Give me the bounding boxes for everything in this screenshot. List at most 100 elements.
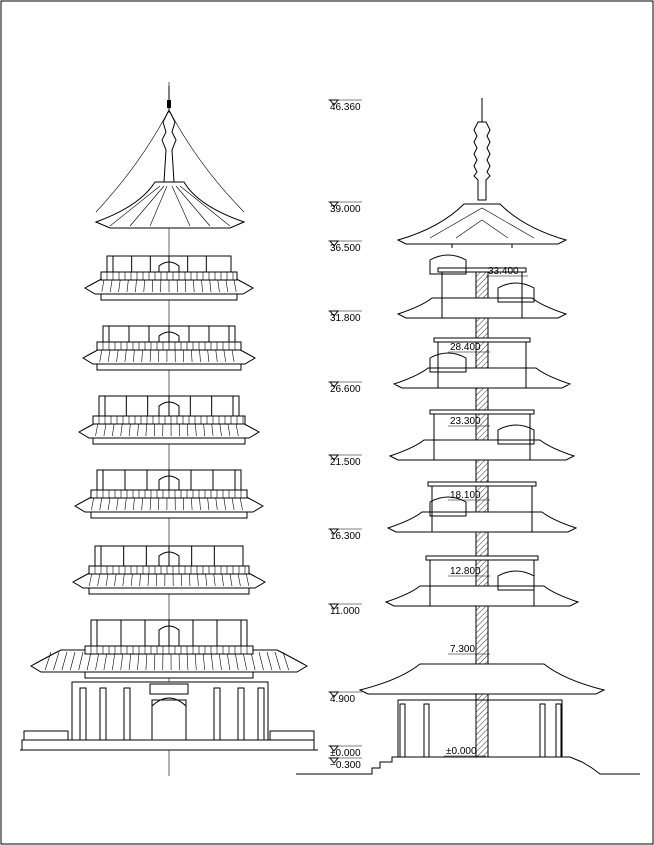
floor-mark-label: ±0.000	[446, 746, 477, 757]
elevation-niche	[158, 475, 180, 490]
elevation-roof-tile	[218, 651, 222, 671]
elevation-ground-column	[123, 687, 131, 741]
elevation-storey-4	[78, 395, 260, 445]
level-mark-label: 16.300	[330, 531, 361, 542]
elevation-ground-column	[79, 687, 87, 741]
level-mark-e4636: 46.360	[328, 99, 362, 113]
elevation-roof-tile	[95, 651, 100, 671]
elevation-ground-column	[213, 687, 221, 741]
floor-mark-s3340: 33.400	[486, 266, 528, 277]
elevation-spire	[161, 111, 177, 183]
floor-mark-s1810: 18.100	[448, 490, 490, 501]
level-mark-label: 21.500	[330, 457, 361, 468]
section-window-niche	[429, 254, 467, 275]
section-ground-wall	[397, 699, 563, 758]
floor-mark-label: 28.400	[450, 342, 481, 353]
elevation-roof-tile	[145, 651, 148, 671]
section-window-niche	[497, 424, 535, 445]
level-mark-label: 31.800	[330, 313, 361, 324]
elevation-roof-tile	[282, 651, 289, 671]
elevation-bracket-band	[84, 671, 254, 679]
elevation-storey-2	[72, 545, 266, 595]
elevation-spire-finial	[167, 100, 171, 108]
section-window-niche	[429, 496, 467, 517]
elevation-roof-tile	[112, 651, 116, 671]
elevation-base-railing-left	[23, 730, 69, 741]
elevation-balcony-rail	[92, 415, 246, 425]
floor-mark-label: 33.400	[488, 266, 519, 277]
level-mark-label: 36.500	[330, 243, 361, 254]
elevation-storey-5	[82, 325, 256, 371]
level-mark-e1100: 11.000	[328, 603, 362, 617]
section-floor-slab	[425, 555, 539, 561]
section-ground-roof	[358, 663, 606, 695]
level-mark-e0490: 4.900	[328, 691, 362, 705]
section-floor-slab	[433, 337, 531, 343]
elevation-roof-tile	[274, 651, 281, 671]
section-storey-2	[386, 481, 578, 533]
section-ground-line	[296, 756, 640, 775]
elevation-niche	[158, 331, 180, 342]
elevation-roof-tile	[154, 651, 156, 671]
elevation-ground-columns	[79, 687, 265, 741]
elevation-ground-column	[257, 687, 265, 741]
section-floor-slab	[429, 409, 535, 415]
section-ground-column	[539, 703, 546, 758]
elevation-top-roof	[94, 181, 246, 229]
elevation-roof-tile	[186, 651, 189, 671]
elevation-roof-tile	[103, 651, 108, 671]
level-mark-e0000: ±0.000	[328, 745, 362, 759]
level-mark-label: ±0.000	[330, 748, 361, 759]
elevation-ground-column	[237, 687, 245, 741]
floor-mark-label: 23.300	[450, 416, 481, 427]
section-roof	[384, 585, 580, 607]
elevation-roof	[30, 649, 308, 673]
section-ground-column	[399, 703, 406, 758]
elevation-storey-3	[74, 469, 264, 519]
elevation-roof-tile	[53, 651, 60, 671]
section-floor-marks: 33.40028.40023.30018.10012.8007.300±0.00…	[444, 266, 528, 757]
elevation-level-marks: 46.360 39.000 36.500 31.800 26.600 21.500 16.3…	[328, 99, 362, 771]
section-floor-slab	[427, 481, 537, 487]
elevation-roof-tile	[78, 651, 84, 671]
elevation-roof-tile	[202, 651, 205, 671]
elevation-roof-tile	[128, 651, 132, 671]
level-mark-e2660: 26.600	[328, 381, 362, 395]
level-mark-label: 11.000	[330, 606, 360, 617]
elevation-bracket-band	[100, 293, 238, 301]
section-floor-slab	[437, 267, 527, 273]
floor-mark-s0000: ±0.000	[444, 746, 486, 757]
elevation-roof-tile	[250, 651, 256, 671]
elevation-roof-tile	[226, 651, 231, 671]
elevation-bracket-band	[92, 437, 246, 445]
level-mark-label: −0.300	[330, 760, 361, 771]
floor-mark-s1280: 12.800	[448, 566, 490, 577]
section-roof	[386, 511, 578, 533]
elevation-main-door	[151, 699, 187, 741]
elevation-roof-tile	[210, 651, 214, 671]
level-mark-label: 39.000	[330, 204, 361, 215]
elevation-balcony-rail	[100, 271, 238, 281]
level-mark-e2150: 21.500	[328, 454, 362, 468]
floor-mark-s2840: 28.400	[448, 342, 490, 353]
elevation-storeys	[30, 255, 308, 679]
level-mark-label: 26.600	[330, 384, 361, 395]
elevation-niche	[158, 551, 180, 566]
elevation-spire-chains	[95, 109, 245, 213]
floor-mark-label: 18.100	[450, 490, 481, 501]
section-ground-column	[423, 703, 430, 758]
section-storey-4	[392, 337, 572, 389]
elevation-roof-tile	[234, 651, 239, 671]
elevation-roof-tile	[61, 651, 68, 671]
section-ground-columns	[399, 703, 562, 758]
elevation-roof-tile	[86, 651, 92, 671]
section-top-roof-truss	[429, 207, 535, 239]
elevation-base-railing-right	[269, 730, 315, 741]
section-storey-3	[388, 409, 576, 461]
elevation-niche	[158, 401, 180, 416]
elevation-bracket-band	[90, 511, 248, 519]
level-mark-e3900: 39.000	[328, 201, 362, 215]
level-mark-label: 46.360	[330, 102, 361, 113]
floor-mark-label: 12.800	[450, 566, 481, 577]
